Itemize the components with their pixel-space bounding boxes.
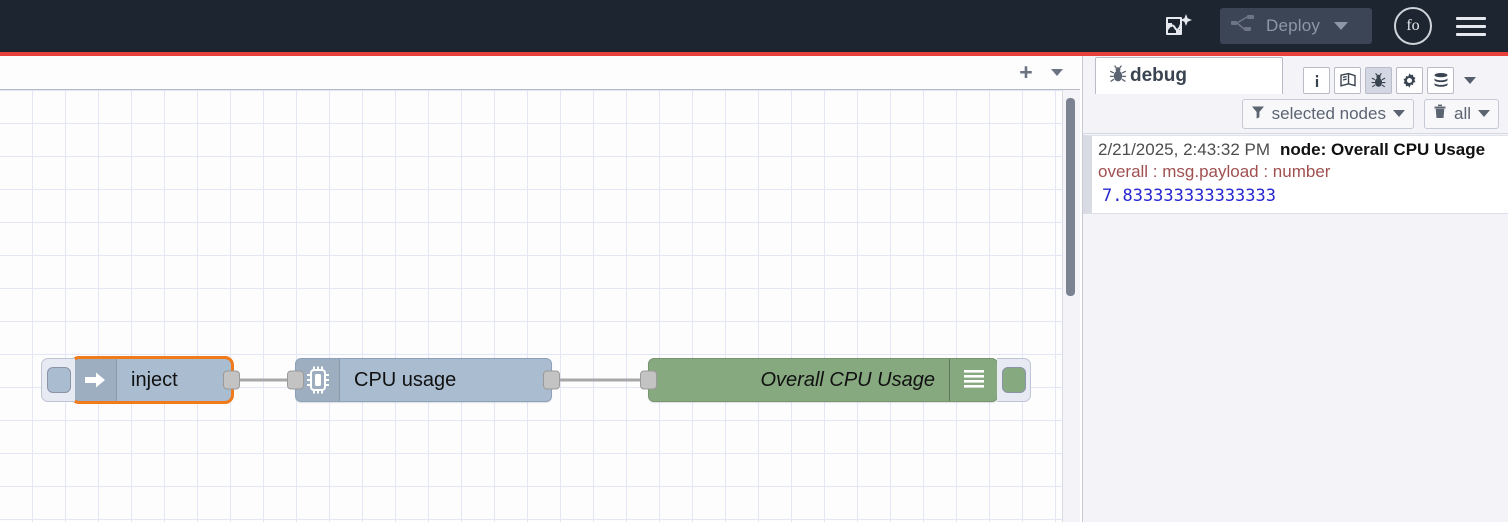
chevron-down-icon — [1464, 77, 1476, 84]
workspace: + inject — [0, 56, 1080, 522]
node-cpu-usage-label: CPU usage — [354, 368, 457, 391]
deploy-button[interactable]: Deploy — [1220, 8, 1372, 44]
context-stack-icon[interactable] — [1427, 67, 1454, 94]
add-flow-tab-button[interactable]: + — [1012, 59, 1040, 87]
canvas-scrollbar-thumb[interactable] — [1066, 98, 1075, 296]
filter-selected-nodes-button[interactable]: selected nodes — [1241, 98, 1414, 129]
arrow-right-icon — [73, 359, 117, 401]
header-accent-line — [0, 52, 1508, 56]
chevron-down-icon — [1478, 110, 1490, 117]
debug-message-list[interactable]: 2/21/2025, 2:43:32 PM node: Overall CPU … — [1083, 135, 1508, 522]
canvas-vertical-scrollbar[interactable] — [1062, 90, 1080, 522]
debug-filter-bar: selected nodes all — [1083, 94, 1508, 134]
debug-message-header: 2/21/2025, 2:43:32 PM node: Overall CPU … — [1098, 140, 1503, 160]
debug-message[interactable]: 2/21/2025, 2:43:32 PM node: Overall CPU … — [1083, 135, 1508, 214]
sidebar-more-icon[interactable] — [1458, 67, 1482, 94]
filter-selected-nodes-label: selected nodes — [1271, 103, 1386, 123]
hamburger-menu-icon[interactable] — [1456, 12, 1486, 41]
deploy-label: Deploy — [1266, 16, 1321, 35]
wire-cpu-to-debug[interactable] — [551, 378, 647, 382]
debug-bug-icon[interactable] — [1365, 67, 1392, 94]
help-book-icon[interactable] — [1334, 67, 1361, 94]
debug-message-timestamp: 2/21/2025, 2:43:32 PM — [1098, 140, 1271, 159]
sidebar-tool-icons — [1303, 67, 1482, 94]
trash-icon — [1433, 104, 1447, 124]
plus-icon: + — [1019, 59, 1033, 85]
tab-debug[interactable]: debug — [1095, 57, 1283, 94]
clear-messages-label: all — [1453, 103, 1471, 123]
main-header: Deploy fo — [0, 0, 1508, 52]
funnel-icon — [1251, 104, 1265, 124]
debug-message-source: node: Overall CPU Usage — [1280, 140, 1485, 160]
debug-message-topic: overall : msg.payload : number — [1098, 162, 1331, 181]
bug-icon — [1108, 64, 1128, 89]
debug-input-port[interactable] — [640, 370, 657, 390]
chevron-down-icon[interactable] — [1334, 22, 1349, 30]
debug-enable-toggle-button[interactable] — [997, 358, 1031, 402]
chevron-down-icon — [1051, 69, 1063, 76]
avatar-initials: fo — [1406, 17, 1420, 34]
flow-sparkle-icon[interactable] — [1158, 9, 1198, 43]
debug-message-source-name: Overall CPU Usage — [1331, 140, 1486, 159]
flow-tab-menu-button[interactable] — [1040, 59, 1074, 87]
clear-messages-button[interactable]: all — [1423, 98, 1499, 129]
workspace-tabbar: + — [0, 56, 1080, 90]
cpu-usage-output-port[interactable] — [543, 370, 560, 390]
sidebar-tabrow: debug — [1083, 56, 1508, 94]
inject-trigger-button[interactable] — [41, 358, 75, 402]
debug-lines-icon — [949, 359, 997, 401]
node-debug-overall-cpu-usage[interactable]: Overall CPU Usage — [640, 358, 1031, 402]
chevron-down-icon — [1392, 110, 1405, 117]
debug-message-source-prefix: node: — [1280, 140, 1327, 159]
info-icon[interactable] — [1303, 67, 1330, 94]
tab-debug-label: debug — [1130, 65, 1187, 86]
avatar[interactable]: fo — [1394, 7, 1432, 45]
wire-inject-to-cpu[interactable] — [235, 378, 297, 382]
node-inject[interactable]: inject — [41, 356, 240, 404]
config-gear-icon[interactable] — [1396, 67, 1423, 94]
node-cpu-usage[interactable]: CPU usage — [287, 358, 560, 402]
inject-button-pad — [46, 367, 71, 393]
node-inject-label: inject — [131, 368, 178, 391]
flow-canvas[interactable]: inject CP — [0, 90, 1062, 522]
deploy-nodes-icon — [1230, 14, 1256, 39]
sidebar: debug — [1082, 56, 1508, 522]
debug-message-value: 7.833333333333333 — [1102, 186, 1276, 206]
cpu-usage-input-port[interactable] — [287, 370, 304, 390]
debug-toggle-pad — [1001, 367, 1026, 393]
inject-output-port[interactable] — [223, 370, 240, 390]
node-debug-label: Overall CPU Usage — [760, 368, 935, 391]
